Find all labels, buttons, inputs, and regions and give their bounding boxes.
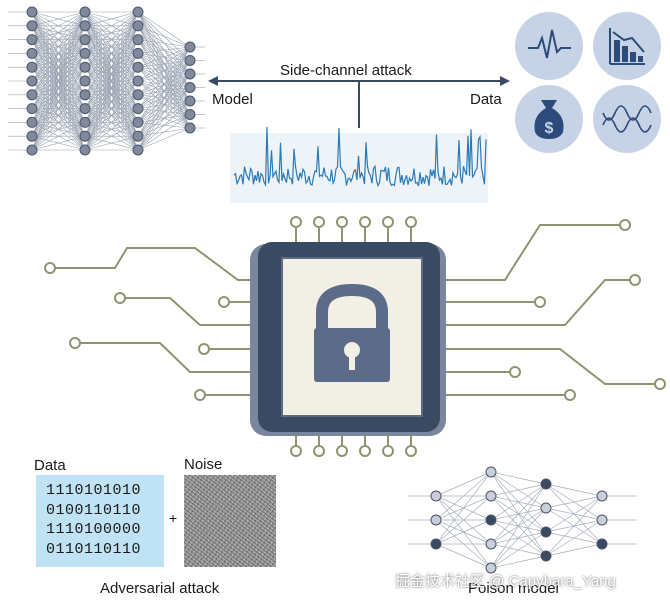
dna-icon xyxy=(593,85,661,153)
arrow-left-head xyxy=(208,76,218,86)
network-node xyxy=(184,95,196,107)
network-node xyxy=(26,6,38,18)
network-node xyxy=(184,68,196,80)
network-node xyxy=(132,144,144,156)
lock-icon xyxy=(314,283,390,382)
network-node xyxy=(79,116,91,128)
network-node xyxy=(485,562,497,574)
network-node xyxy=(132,89,144,101)
network-node xyxy=(26,61,38,73)
plus-sign: + xyxy=(169,510,178,526)
poisoned-node xyxy=(430,538,442,550)
binary-data-box: 1110101010 0100110110 1110100000 0110110… xyxy=(36,475,164,567)
network-node xyxy=(26,47,38,59)
pin-terminals xyxy=(290,216,417,457)
network-node xyxy=(26,130,38,142)
network-node xyxy=(79,89,91,101)
svg-text:$: $ xyxy=(545,120,554,137)
network-node xyxy=(430,490,442,502)
power-trace-line xyxy=(233,126,487,188)
noise-label: Noise xyxy=(184,456,223,473)
network-node xyxy=(79,47,91,59)
network-node xyxy=(132,116,144,128)
network-node xyxy=(79,61,91,73)
network-node xyxy=(26,75,38,87)
network-node xyxy=(132,34,144,46)
network-node xyxy=(184,55,196,66)
network-node xyxy=(132,61,144,73)
network-node xyxy=(485,538,497,550)
network-node xyxy=(132,20,144,32)
network-node xyxy=(79,20,91,32)
poisoned-node xyxy=(596,538,608,550)
network-node xyxy=(79,6,91,18)
circuit-wires xyxy=(50,224,660,396)
network-node xyxy=(184,109,196,120)
binary-row: 1110100000 xyxy=(46,521,142,538)
watermark: 掘金技术社区 @ Capybara_Yang xyxy=(395,573,616,590)
noise-image xyxy=(184,475,276,567)
adversarial-attack-label: Adversarial attack xyxy=(100,580,220,597)
network-node xyxy=(132,6,144,18)
data-label: Data xyxy=(470,91,502,108)
network-node xyxy=(184,41,196,53)
network-node xyxy=(184,122,196,134)
network-node xyxy=(26,103,38,115)
network-node xyxy=(132,47,144,59)
network-node xyxy=(79,34,91,46)
poison-model-label: Poison model xyxy=(468,580,559,597)
network-node xyxy=(26,34,38,46)
network-node xyxy=(26,89,38,101)
model-label: Model xyxy=(212,91,253,108)
network-node xyxy=(132,130,144,142)
network-node xyxy=(596,514,608,526)
network-node xyxy=(485,466,497,478)
network-node xyxy=(79,130,91,142)
network-node xyxy=(540,502,552,514)
poisoned-node xyxy=(485,514,497,526)
poisoned-node xyxy=(540,478,552,490)
network-node xyxy=(184,82,196,93)
arrow-right-head xyxy=(500,76,510,86)
binary-row: 1110101010 xyxy=(46,482,142,499)
money-bag-icon: $ xyxy=(515,85,583,153)
adversarial-data-label: Data xyxy=(34,457,66,474)
pulse-icon xyxy=(515,12,583,80)
network-node xyxy=(596,490,608,502)
side-channel-label: Side-channel attack xyxy=(280,62,412,79)
binary-row: 0110110110 xyxy=(46,540,142,558)
network-node xyxy=(26,144,38,156)
network-node xyxy=(132,103,144,115)
network-node xyxy=(485,490,497,502)
poisoned-node xyxy=(540,550,552,562)
bar-chart-down-icon xyxy=(593,12,661,80)
network-node xyxy=(79,75,91,87)
network-node xyxy=(79,144,91,156)
network-node xyxy=(79,103,91,115)
network-node xyxy=(132,75,144,87)
network-node xyxy=(430,514,442,526)
network-node xyxy=(26,116,38,128)
binary-row: 0100110110 xyxy=(46,501,142,519)
network-node xyxy=(26,20,38,32)
poisoned-node xyxy=(540,526,552,538)
wire-terminals xyxy=(44,219,666,401)
